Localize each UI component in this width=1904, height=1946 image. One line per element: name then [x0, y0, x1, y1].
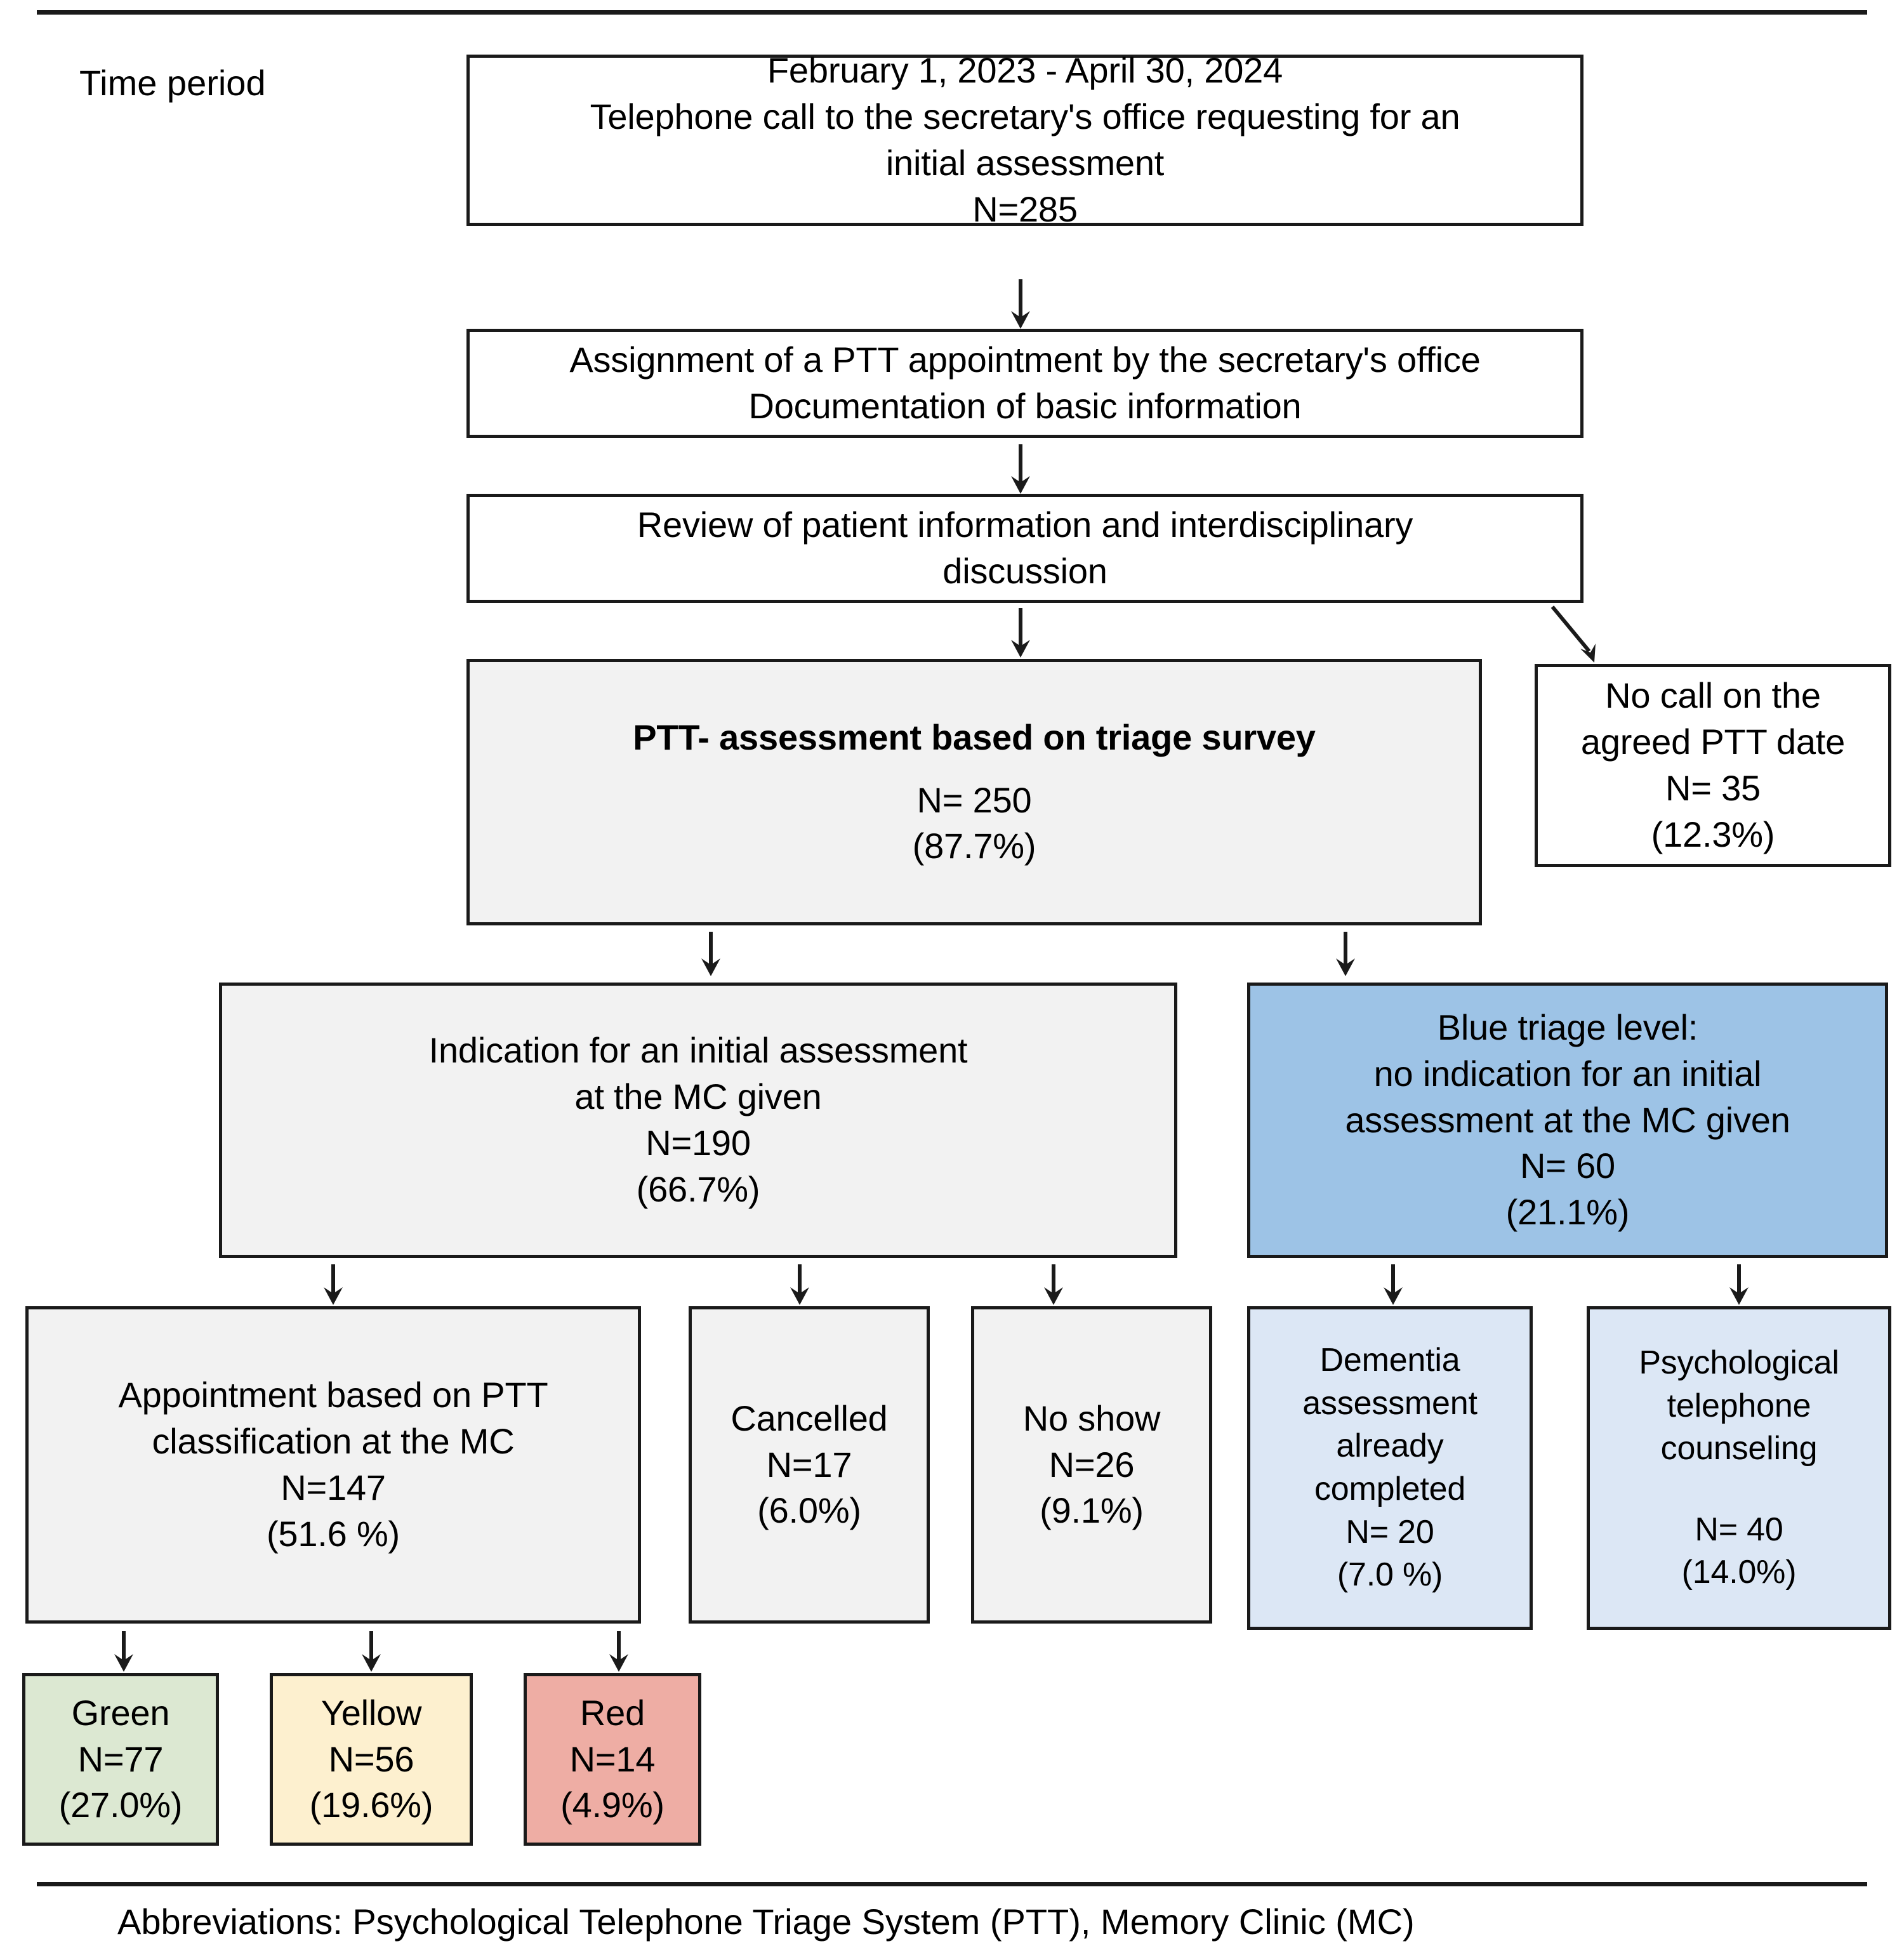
arrow-indication-to-appointment: [321, 1264, 346, 1306]
node-dementia-line3: already: [1336, 1427, 1444, 1465]
node-ptt-assessment-pct: (87.7%): [912, 826, 1036, 866]
node-assignment-line1: Assignment of a PTT appointment by the s…: [569, 340, 1481, 380]
node-ptt-assessment-n: N= 250: [916, 779, 1032, 820]
bottom-divider-rule: [37, 1882, 1867, 1886]
node-no-call-line1: No call on the: [1605, 675, 1821, 716]
arrow-assignment-to-review: [1008, 444, 1033, 495]
node-dementia-line2: assessment: [1302, 1384, 1478, 1422]
node-counseling-pct: (14.0%): [1681, 1554, 1797, 1591]
node-cancelled: Cancelled N=17 (6.0%): [689, 1306, 930, 1624]
node-ptt-assessment-title: PTT- assessment based on triage survey: [633, 717, 1316, 757]
node-triage-yellow-label: Yellow: [321, 1692, 422, 1733]
node-no-show-line1: No show: [1022, 1398, 1161, 1438]
node-indication: Indication for an initial assessment at …: [219, 983, 1177, 1258]
node-intake-n: N=285: [972, 189, 1078, 229]
arrow-blue-triage-to-counseling: [1726, 1264, 1752, 1306]
node-counseling-n: N= 40: [1695, 1511, 1783, 1548]
arrow-review-to-ptt: [1008, 608, 1033, 659]
node-indication-n: N=190: [645, 1123, 751, 1163]
node-triage-red-label: Red: [579, 1692, 645, 1733]
node-no-call-n: N= 35: [1665, 768, 1761, 808]
arrow-appointment-to-red: [606, 1631, 631, 1673]
arrow-ptt-to-indication: [698, 932, 724, 977]
top-divider-rule: [37, 10, 1867, 15]
node-appointment-pct: (51.6 %): [266, 1513, 400, 1554]
node-no-show-pct: (9.1%): [1040, 1490, 1144, 1531]
node-review: Review of patient information and interd…: [466, 494, 1583, 603]
node-dementia-pct: (7.0 %): [1337, 1556, 1443, 1594]
node-no-call-pct: (12.3%): [1651, 814, 1775, 854]
arrow-blue-triage-to-dementia: [1380, 1264, 1406, 1306]
node-intake-line1: February 1, 2023 - April 30, 2024: [767, 50, 1283, 91]
node-ptt-assessment: PTT- assessment based on triage survey N…: [466, 659, 1482, 925]
node-dementia-line1: Dementia: [1319, 1342, 1460, 1379]
arrow-appointment-to-green: [111, 1631, 136, 1673]
node-blue-triage: Blue triage level: no indication for an …: [1247, 983, 1888, 1258]
node-review-line1: Review of patient information and interd…: [637, 505, 1413, 545]
node-blue-triage-pct: (21.1%): [1505, 1192, 1630, 1233]
arrow-appointment-to-yellow: [359, 1631, 384, 1673]
node-blue-triage-line1: Blue triage level:: [1437, 1007, 1698, 1047]
node-intake: February 1, 2023 - April 30, 2024 Teleph…: [466, 50, 1583, 229]
node-dementia-already-completed: Dementia assessment already completed N=…: [1247, 1306, 1533, 1630]
node-blue-triage-line3: assessment at the MC given: [1345, 1099, 1790, 1140]
node-counseling-line1: Psychological: [1639, 1344, 1839, 1382]
node-assignment-line2: Documentation of basic information: [748, 386, 1302, 426]
node-counseling-line2: telephone: [1667, 1387, 1811, 1424]
node-indication-pct: (66.7%): [636, 1168, 760, 1209]
node-triage-yellow: Yellow N=56 (19.6%): [270, 1673, 473, 1846]
arrow-intake-to-assignment: [1008, 279, 1033, 330]
node-dementia-n: N= 20: [1345, 1513, 1434, 1551]
node-counseling-line3: counseling: [1660, 1430, 1818, 1467]
node-triage-red-pct: (4.9%): [560, 1785, 664, 1825]
node-intake-line3: initial assessment: [885, 143, 1165, 183]
node-no-call: No call on the agreed PTT date N= 35 (12…: [1535, 664, 1891, 867]
arrow-ptt-to-blue-triage: [1333, 932, 1358, 977]
node-indication-line2: at the MC given: [574, 1076, 822, 1117]
node-indication-line1: Indication for an initial assessment: [428, 1030, 968, 1071]
node-appointment: Appointment based on PTT classification …: [25, 1306, 641, 1624]
node-cancelled-n: N=17: [766, 1444, 852, 1485]
node-psychological-telephone-counseling: Psychological telephone counseling N= 40…: [1587, 1306, 1891, 1630]
arrow-indication-to-cancelled: [787, 1264, 812, 1306]
node-triage-yellow-pct: (19.6%): [309, 1785, 433, 1825]
node-assignment: Assignment of a PTT appointment by the s…: [466, 329, 1583, 438]
arrow-indication-to-no-show: [1041, 1264, 1066, 1306]
arrow-review-to-no-call: [1549, 604, 1618, 674]
node-cancelled-line1: Cancelled: [731, 1398, 888, 1438]
node-triage-green-label: Green: [71, 1692, 170, 1733]
node-appointment-n: N=147: [281, 1467, 386, 1507]
node-triage-green-pct: (27.0%): [58, 1785, 183, 1825]
node-cancelled-pct: (6.0%): [757, 1490, 861, 1531]
node-blue-triage-line2: no indication for an initial: [1373, 1053, 1762, 1094]
time-period-label: Time period: [79, 63, 266, 103]
node-triage-red: Red N=14 (4.9%): [524, 1673, 701, 1846]
node-triage-green-n: N=77: [77, 1738, 164, 1779]
node-no-show-n: N=26: [1048, 1444, 1135, 1485]
node-triage-yellow-n: N=56: [328, 1738, 414, 1779]
node-review-line2: discussion: [942, 551, 1107, 591]
node-no-show: No show N=26 (9.1%): [971, 1306, 1212, 1624]
node-blue-triage-n: N= 60: [1520, 1146, 1615, 1186]
node-dementia-line4: completed: [1314, 1471, 1466, 1507]
node-appointment-line2: classification at the MC: [152, 1421, 515, 1462]
node-no-call-line2: agreed PTT date: [1580, 722, 1846, 762]
node-intake-line2: Telephone call to the secretary's office…: [590, 96, 1460, 137]
node-triage-green: Green N=77 (27.0%): [22, 1673, 219, 1846]
abbreviations-footnote: Abbreviations: Psychological Telephone T…: [117, 1902, 1415, 1942]
node-triage-red-n: N=14: [569, 1738, 656, 1779]
node-appointment-line1: Appointment based on PTT: [118, 1375, 548, 1415]
